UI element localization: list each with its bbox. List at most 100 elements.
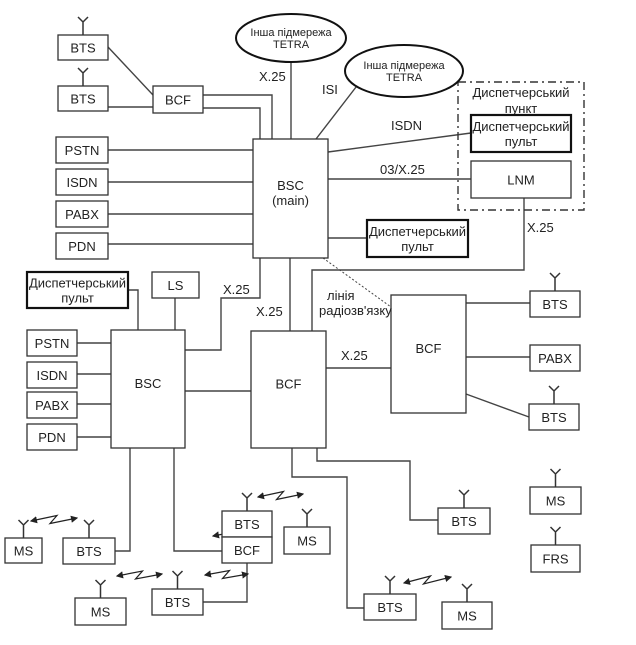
x25-bcf-label: X.25	[341, 348, 368, 363]
link-disp-bsc	[128, 289, 139, 330]
node-pdn-1: PDN	[55, 232, 109, 260]
box-shape	[26, 423, 78, 451]
link-bsc-main-bsc	[185, 258, 261, 351]
link-radio	[322, 257, 392, 308]
node-label: PDN	[68, 239, 95, 254]
node-pabx-2: PABX	[26, 391, 78, 419]
ellipse-shape	[235, 13, 347, 63]
box-shape	[55, 136, 109, 164]
node-label: BCF	[234, 543, 260, 558]
node-label: BTS	[165, 595, 191, 610]
node-pstn-2: PSTN	[26, 329, 78, 357]
box-shape	[25, 270, 130, 310]
antenna-icon	[549, 526, 562, 545]
link-bsc-bts	[115, 448, 131, 552]
node-bts-bcf-combo-bts: BTS	[221, 492, 273, 538]
node-label: ISDN	[36, 368, 67, 383]
box-shape	[26, 329, 78, 357]
node-label: BSC	[135, 376, 162, 391]
box-shape	[57, 34, 109, 61]
link-isi	[315, 77, 364, 140]
node-label: BTS	[70, 92, 96, 107]
node-ms-4: MS	[529, 468, 582, 515]
radio-link-icon	[115, 570, 164, 580]
antenna-icon	[77, 16, 89, 35]
radio-link-icon	[402, 574, 453, 586]
node-label: BTS	[541, 410, 567, 425]
node-bts-b4: BTS	[363, 575, 417, 621]
node-bsc: BSC	[110, 329, 186, 449]
links	[77, 46, 530, 609]
node-label: PSTN	[35, 336, 70, 351]
box-shape	[62, 537, 116, 565]
node-label: TETRA	[386, 72, 423, 84]
antenna-icon	[458, 489, 470, 508]
node-label: BCF	[276, 377, 302, 392]
isi-label: ISI	[322, 82, 338, 97]
node-bts-tl2: BTS	[57, 67, 109, 112]
box-shape	[365, 218, 470, 259]
box-shape	[57, 85, 109, 112]
node-label: BTS	[234, 517, 260, 532]
link-bcf-bts	[316, 448, 438, 521]
x25-bsc-main-label: X.25	[223, 282, 250, 297]
node-bts-tl1: BTS	[57, 16, 109, 61]
node-label: PABX	[65, 207, 99, 222]
node-label: пульт	[505, 134, 538, 149]
antenna-icon	[77, 67, 89, 86]
dispatch-point-label-1: Диспетчерський	[472, 85, 569, 100]
radio-line-label-1: лінія	[327, 288, 355, 303]
box-shape	[530, 544, 581, 573]
node-label: Диспетчерський	[369, 224, 466, 239]
node-label: пульт	[401, 239, 434, 254]
radio-link-icon	[29, 514, 79, 525]
antenna-icon	[549, 272, 561, 291]
ellipse-shape	[344, 44, 464, 98]
node-label: BCF	[416, 341, 442, 356]
box-shape	[26, 361, 78, 389]
antenna-icon	[241, 492, 253, 511]
dispatch-point-group	[457, 81, 585, 211]
link-bsc-combo	[173, 448, 222, 552]
node-bts-r2: BTS	[528, 385, 580, 431]
antenna-icon	[17, 519, 30, 538]
node-label: LS	[168, 278, 184, 293]
box-shape	[152, 85, 204, 114]
antenna-icon	[548, 385, 560, 404]
node-lnm: LNM	[470, 160, 572, 199]
x25-lnm-label: X.25	[527, 220, 554, 235]
node-pdn-2: PDN	[26, 423, 78, 451]
node-label: MS	[91, 605, 111, 620]
node-isdn-2: ISDN	[26, 361, 78, 389]
x25-tetra-label: X.25	[259, 69, 286, 84]
box-shape	[363, 593, 417, 621]
node-label: BTS	[542, 297, 568, 312]
link-bts-bcf	[107, 46, 154, 96]
antenna-icon	[94, 579, 107, 598]
node-bts-r1: BTS	[529, 272, 581, 318]
x25-bsc-label: X.25	[256, 304, 283, 319]
node-bts-bcf-combo-bcf: BCF	[221, 536, 273, 564]
box-shape	[441, 601, 493, 630]
radio-line-label-2: радіозв'язку	[319, 303, 392, 318]
node-label: Диспетчерський	[472, 119, 569, 134]
node-label: BTS	[70, 41, 96, 56]
node-label: ISDN	[66, 175, 97, 190]
link-bcf-bsc-main	[203, 107, 261, 139]
node-label: BCF	[165, 93, 191, 108]
node-label: MS	[297, 534, 317, 549]
node-label: PABX	[538, 351, 572, 366]
node-label: PSTN	[65, 143, 100, 158]
link-bcf-bts	[291, 448, 364, 609]
node-label: BTS	[451, 514, 477, 529]
node-bcf-right: BCF	[390, 294, 467, 414]
antenna-icon	[549, 468, 562, 487]
node-label: TETRA	[273, 39, 310, 51]
box-shape	[529, 344, 581, 372]
box-shape	[110, 329, 186, 449]
node-label: Інша підмережа	[363, 60, 445, 72]
